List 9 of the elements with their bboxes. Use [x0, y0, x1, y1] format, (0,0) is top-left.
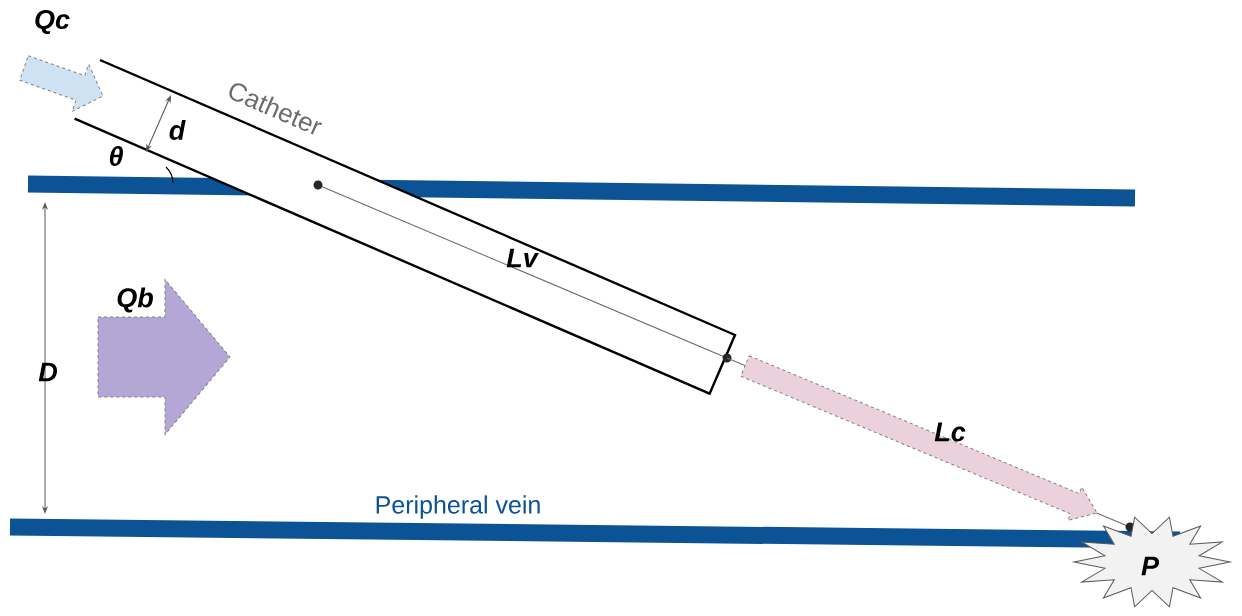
edge-label: Lc [934, 422, 966, 442]
label: D [38, 362, 57, 382]
label: Lv [506, 248, 539, 268]
flow-arrow [740, 355, 1098, 521]
node-label: Qc [35, 9, 70, 35]
label: θ [109, 146, 123, 166]
label: d [169, 120, 186, 140]
starburst: P [1073, 516, 1231, 608]
label: Peripheral vein [376, 495, 540, 519]
